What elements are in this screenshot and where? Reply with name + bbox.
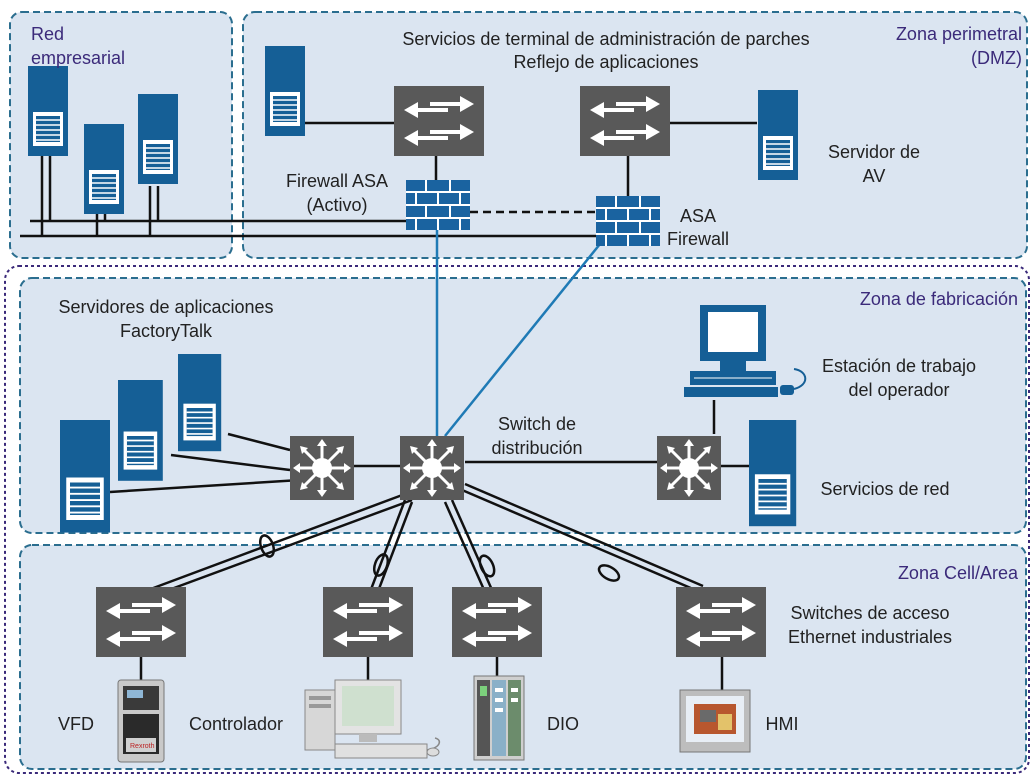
zone-dmz-label-line2: (DMZ) [971,48,1022,68]
dio-module-icon [473,675,525,761]
app-server-2-icon [117,379,164,482]
network-services-label: Servicios de red [820,479,949,499]
patch-services-label-line2: Reflejo de aplicaciones [513,52,698,72]
svg-text:Rexroth: Rexroth [130,743,155,750]
asa-firewall-icon [595,195,661,247]
access-switches-label-line1: Switches de acceso [790,603,949,623]
zone-enterprise-label-line2: empresarial [31,48,125,68]
enterprise-bus-lines [20,156,605,238]
app-servers-label-line2: FactoryTalk [120,321,213,341]
dmz-switch-1-icon [392,84,486,158]
hmi-label: HMI [766,714,799,734]
manufacturing-switch-right-icon [655,434,723,502]
av-server-icon [757,89,799,181]
distribution-switch-icon [398,434,466,502]
enterprise-server-3-icon [137,93,179,185]
access-switch-2-icon [321,585,415,659]
operator-workstation-icon [684,305,807,397]
av-server-label-line1: Servidor de [828,142,920,162]
etherchannel-markers [258,534,621,582]
distribution-switch-label-line1: Switch de [498,414,576,434]
firewall-uplinks [435,226,601,437]
manufacturing-lines [109,400,749,494]
access-switch-4-icon [674,585,768,659]
zone-dmz-label-line1: Zona perimetral [896,24,1022,44]
firewall-active-icon [405,179,471,231]
enterprise-server-2-icon [83,123,125,215]
vfd-label: VFD [58,714,94,734]
dmz-server-icon [264,45,306,137]
av-server-label-line2: AV [863,166,886,186]
asa-firewall-label-line2: Firewall [667,229,729,249]
access-switches-label-line2: Ethernet industriales [788,627,952,647]
enterprise-server-1-icon [27,65,69,157]
controller-label: Controlador [189,714,283,734]
distribution-switch-label-line2: distribución [491,438,582,458]
firewall-active-label-line2: (Activo) [306,195,367,215]
vfd-drive-icon: Rexroth [117,679,165,763]
manufacturing-switch-left-icon [288,434,356,502]
operator-workstation-label-line1: Estación de trabajo [822,356,976,376]
firewall-active-label-line1: Firewall ASA [286,171,388,191]
app-server-3-icon [177,353,223,453]
outer-plant-boundary [4,265,1030,774]
network-services-server-icon [748,419,798,528]
access-switch-3-icon [450,585,544,659]
access-switch-1-icon [94,585,188,659]
asa-firewall-label-line1: ASA [680,206,716,226]
app-server-1-icon [59,419,111,534]
dio-label: DIO [547,714,579,734]
zone-enterprise-label-line1: Red [31,24,64,44]
cell-uplinks [139,482,704,600]
hmi-panel-icon [679,689,751,753]
app-servers-label-line1: Servidores de aplicaciones [58,297,273,317]
operator-workstation-label-line2: del operador [848,380,949,400]
zone-manufacturing-label: Zona de fabricación [860,289,1018,309]
patch-services-label-line1: Servicios de terminal de administración … [402,29,809,49]
zone-cell-area-label: Zona Cell/Area [898,563,1019,583]
controller-pc-icon [304,679,441,759]
dmz-switch-2-icon [578,84,672,158]
